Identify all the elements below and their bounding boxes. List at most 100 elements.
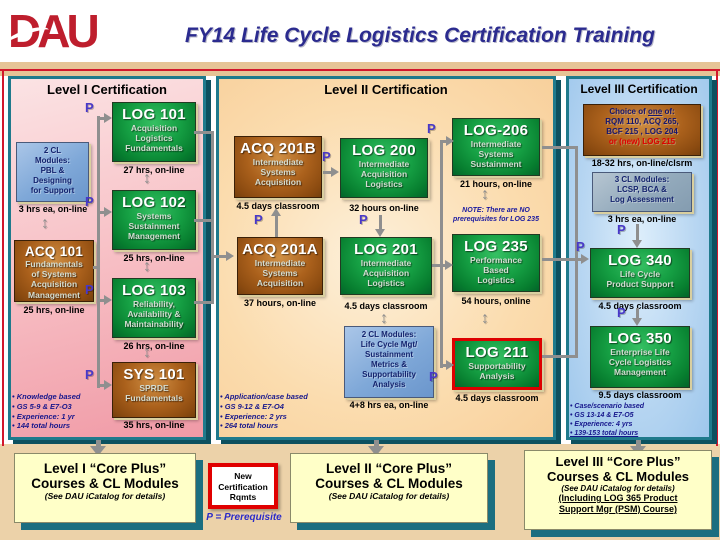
course-log102: LOG 102 Systems Sustainment Management [112,190,196,250]
prerequisite-label: P [85,282,94,297]
prerequisite-label: P [85,100,94,115]
course-log200: LOG 200 Intermediate Acquisition Logisti… [340,138,428,198]
course-caption: 4.5 days classroom [598,301,682,311]
course-name: Fundamentals of Systems Acquisition Mana… [25,259,83,300]
course-code: ACQ 201B [240,140,316,157]
course-caption: 4+8 hrs ea, on-line [349,400,429,410]
arrow-right-icon [445,260,453,270]
course-code: ACQ 101 [24,244,84,259]
arrow-right-icon [104,380,112,390]
prerequisite-label: P [359,212,368,227]
connector-line [379,215,382,229]
note-line: • Knowledge based [12,392,81,401]
level3-notes: • Case/scenario based • GS 13-14 & E7-O5… [570,402,708,438]
course-log103: LOG 103 Reliability, Availability & Main… [112,278,196,338]
updown-arrow-icon: ↕ [41,215,49,232]
choice-text: Choice of [609,107,648,116]
connector-line [575,146,578,358]
updown-arrow-icon: ↕ [143,258,151,275]
course-log211: LOG 211 Supportability Analysis [452,338,542,390]
choice-line1: Choice of one of: [584,107,700,117]
course-caption: 3 hrs ea, on-line [607,214,677,224]
course-name: Intermediate Acquisition Logistics [358,159,410,190]
connector-line [97,116,100,388]
note-line: • Experience: 1 yr [12,411,75,421]
course-name: SPRDE Fundamentals [125,383,183,404]
course-caption: 35 hrs, on-line [123,420,185,430]
level1-notes: • Knowledge based • GS 5-9 & E7-O3 • Exp… [12,392,108,431]
core-plus-title: Level I “Core Plus” Courses & CL Modules [31,461,179,492]
connector-line [99,299,105,302]
connector-line [211,255,227,258]
course-name: Intermediate Systems Sustainment [470,139,522,170]
note-line: • 264 total hours [220,421,279,431]
arrow-right-icon [581,254,589,264]
level2-notes: • Application/case based • GS 9-12 & E7-… [220,392,338,431]
course-name: Intermediate Acquisition Logistics [360,258,412,289]
connector-line [99,384,105,387]
connector-line [211,131,214,304]
course-name: Reliability, Availability & Maintainabil… [124,299,184,330]
connector-line [194,301,213,304]
arrow-down-icon [375,229,385,237]
arrow-right-icon [446,136,454,146]
log235-note: NOTE: There are NO prerequisites for LOG… [453,207,539,224]
connector-line [542,146,577,149]
core-plus-note: (See DAU iCatalog for details) [328,491,450,502]
down-arrow-icon [368,446,384,456]
course-acq201a: ACQ 201A Intermediate Systems Acquisitio… [237,237,323,295]
course-code: LOG 235 [464,238,528,255]
course-code: LOG 102 [122,194,186,211]
arrow-down-icon [632,318,642,326]
course-name: 3 CL Modules: LCSP, BCA & Log Assessment [610,175,674,204]
course-log235: LOG 235 Performance Based Logistics [452,234,540,292]
course-choice-box: Choice of one of: RQM 110, ACQ 265, BCF … [583,104,701,156]
down-arrow-icon [90,446,106,456]
course-caption: 9.5 days classroom [598,390,682,400]
note-line: • 139-153 total hours [570,430,639,438]
red-rule-top [0,69,720,71]
prerequisite-legend: P = Prerequisite [206,512,282,523]
note-line: • Application/case based [220,392,308,401]
course-code: LOG 103 [122,282,186,299]
arrow-right-icon [331,167,339,177]
connector-line [99,117,105,120]
note-line: • GS 5-9 & E7-O3 [12,401,72,411]
page-title: FY14 Life Cycle Logistics Certification … [185,24,655,47]
updown-arrow-icon: ↕ [481,310,489,327]
level3-title: Level III Certification [580,82,698,96]
course-code: LOG 340 [608,252,672,269]
updown-arrow-icon: ↕ [380,310,388,327]
course-name: Systems Sustainment Management [128,211,180,242]
arrow-up-icon [271,208,281,216]
course-caption: 4.5 days classroom [236,201,320,211]
course-code: SYS 101 [123,366,185,383]
course-name: Enterprise Life Cycle Logistics Manageme… [608,347,672,378]
course-caption: 26 hrs, on-line [123,341,185,351]
choice-text: of: [662,107,675,116]
connector-line [636,224,639,240]
red-rule-left [2,69,4,446]
course-name: Acquisition Logistics Fundamentals [125,123,183,154]
core-plus-note: (See DAU iCatalog for details) [44,491,166,502]
star-icon: ✱ [58,10,70,26]
connector-line [99,211,105,214]
course-caption: 4.5 days classroom [455,393,539,403]
note-line: • GS 13-14 & E7-O5 [570,412,634,420]
updown-arrow-icon: ↕ [481,186,489,203]
course-code: LOG 200 [352,142,416,159]
down-arrow-stem [374,440,379,447]
arrow-right-icon [104,295,112,305]
choice-line3: BCF 215 , LOG 204 [606,127,678,136]
note-line: • 144 total hours [12,421,71,431]
level2-core-plus-box: Level II “Core Plus” Courses & CL Module… [290,453,488,523]
prerequisite-label: P [427,121,436,136]
level1-title: Level I Certification [47,82,167,97]
course-caption: 25 hrs, on-line [23,305,85,315]
course-caption: 25 hrs, on-line [123,253,185,263]
connector-line [194,219,213,222]
course-log340: LOG 340 Life Cycle Product Support [590,248,690,298]
course-name: Performance Based Logistics [470,255,522,286]
dau-logo: DAU [8,5,100,57]
